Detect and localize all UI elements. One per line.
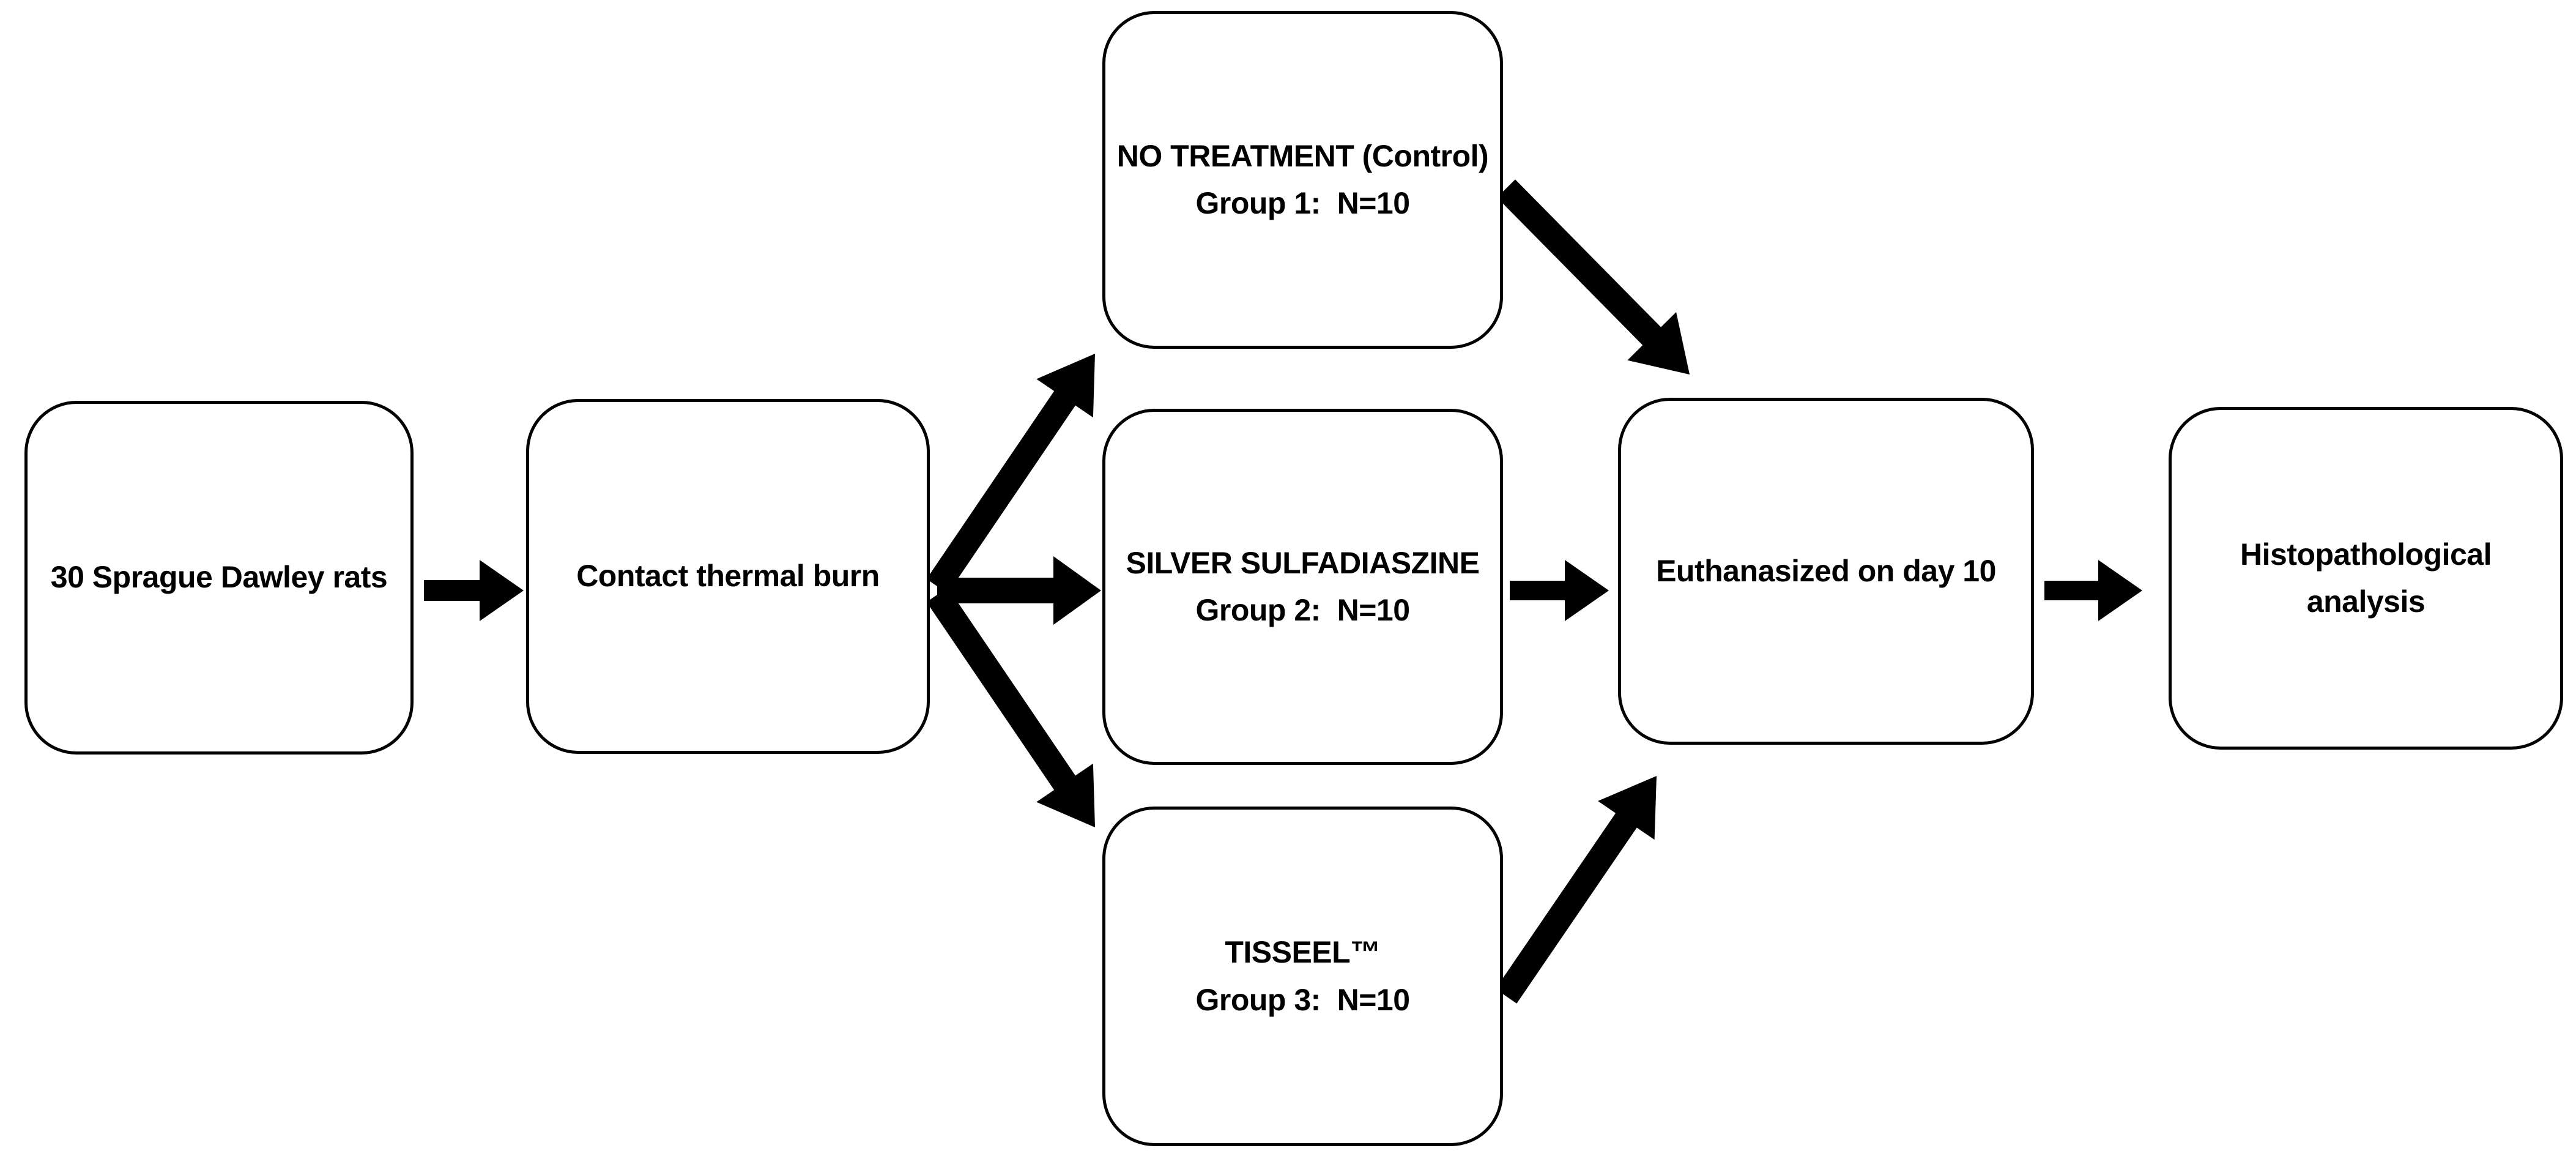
arrow-burn-to-group1 (926, 354, 1095, 594)
node-burn-label: Contact thermal burn (576, 559, 880, 594)
node-group2-line1: SILVER SULFADIASZINE (1126, 545, 1480, 580)
node-group1-line1: NO TREATMENT (Control) (1116, 138, 1489, 173)
arrow-euthanasia-to-histology (2044, 560, 2142, 621)
node-group1-line2: Group 1: N=10 (1195, 186, 1410, 220)
node-rats-label: 30 Sprague Dawley rats (50, 560, 388, 595)
arrow-group3-to-euthanasia (1495, 776, 1657, 1004)
node-euthanasized-on-day-10: Euthanasized on day 10 (1618, 398, 2034, 745)
arrow-group1-to-euthanasia (1497, 179, 1690, 375)
arrow-burn-to-group3 (926, 587, 1095, 827)
node-group3-line1: TISSEEL™ (1225, 935, 1381, 969)
node-silver-sulfadiaszine-group2: SILVER SULFADIASZINE Group 2: N=10 (1102, 409, 1503, 765)
node-histopathological-analysis: Histopathological analysis (2169, 407, 2563, 750)
node-histology-label: Histopathological analysis (2240, 537, 2500, 619)
node-euthanasia-label: Euthanasized on day 10 (1656, 553, 1996, 588)
arrow-group2-to-euthanasia (1510, 560, 1609, 621)
node-contact-thermal-burn: Contact thermal burn (526, 399, 930, 754)
arrow-burn-to-group2 (937, 556, 1101, 625)
node-30-sprague-dawley-rats: 30 Sprague Dawley rats (24, 401, 414, 755)
node-group2-line2: Group 2: N=10 (1195, 593, 1410, 627)
node-group3-line2: Group 3: N=10 (1195, 982, 1410, 1017)
node-no-treatment-control-group1: NO TREATMENT (Control) Group 1: N=10 (1102, 11, 1503, 349)
arrow-rats-to-burn (424, 560, 524, 621)
node-tisseel-group3: TISSEEL™ Group 3: N=10 (1102, 807, 1503, 1146)
